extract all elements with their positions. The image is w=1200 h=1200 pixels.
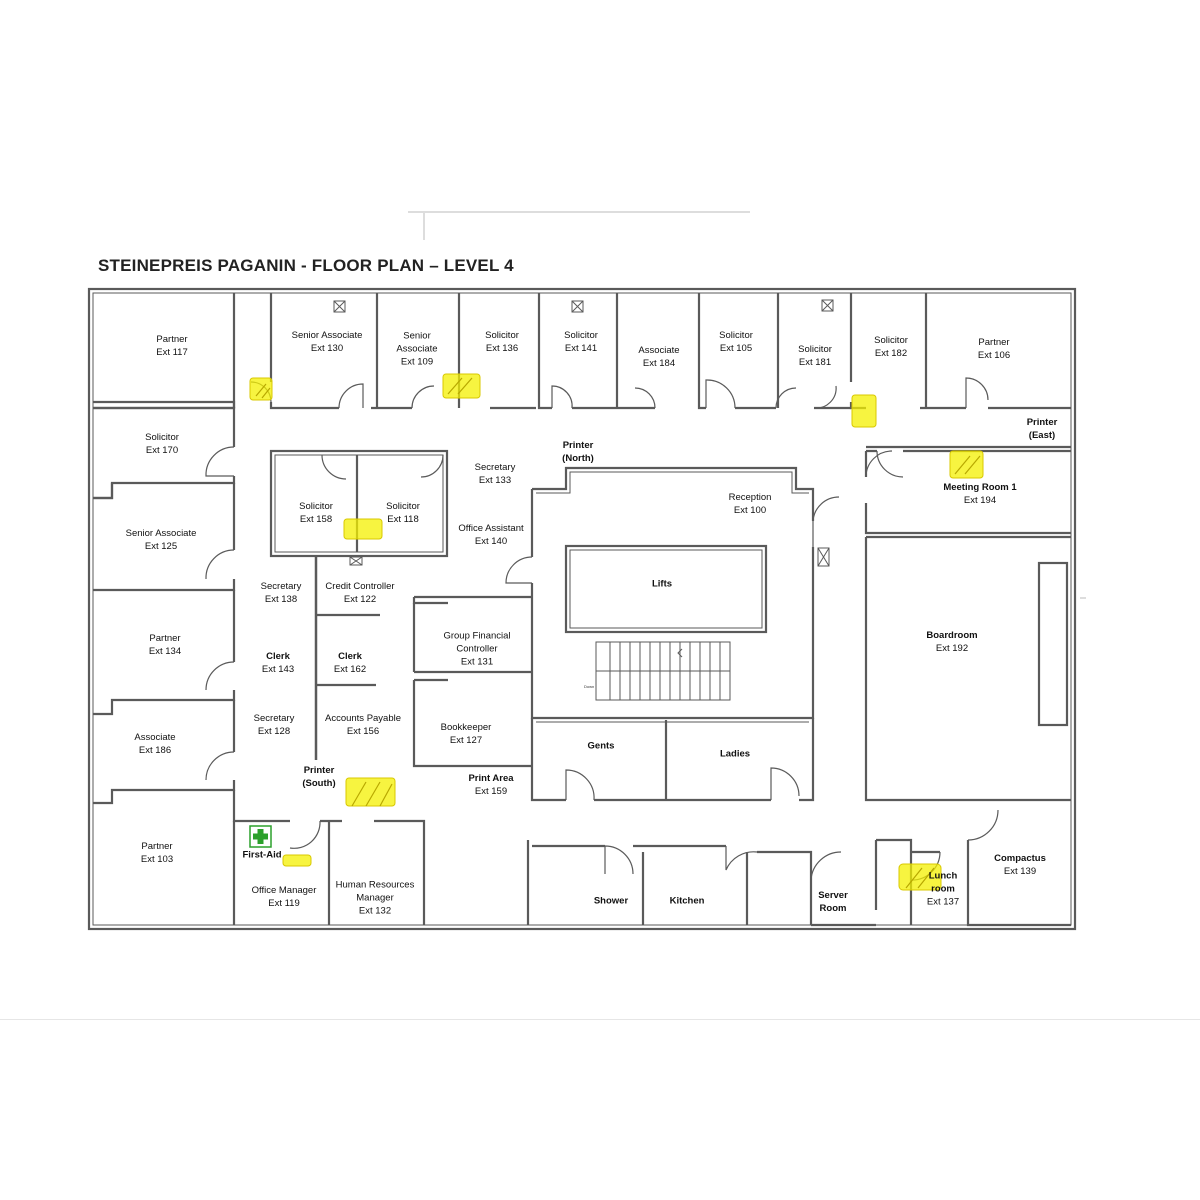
room-ladies: Ladies	[719, 748, 751, 760]
first-aid-icon	[249, 825, 272, 848]
printer-south: Printer(South)	[302, 765, 336, 789]
fixtures	[333, 299, 834, 567]
room-kitchen: Kitchen	[669, 895, 705, 907]
highlight-hatching	[255, 377, 981, 889]
doors	[205, 377, 999, 881]
scan-edge	[0, 1019, 1200, 1020]
printer-north: Printer(North)	[562, 440, 594, 464]
outer-wall	[87, 287, 1077, 931]
first-aid-label: First-Aid	[242, 849, 282, 861]
page-title: STEINEPREIS PAGANIN - FLOOR PLAN – LEVEL…	[98, 256, 514, 275]
lifts: Lifts	[651, 578, 673, 590]
scan-marks	[408, 211, 1086, 599]
stairs	[595, 641, 731, 701]
room-shower: Shower	[593, 895, 629, 907]
stair-label: Down	[584, 684, 594, 689]
printer-east: Printer(East)	[1026, 417, 1058, 441]
room-gents: Gents	[587, 740, 615, 752]
walls	[87, 287, 1077, 931]
